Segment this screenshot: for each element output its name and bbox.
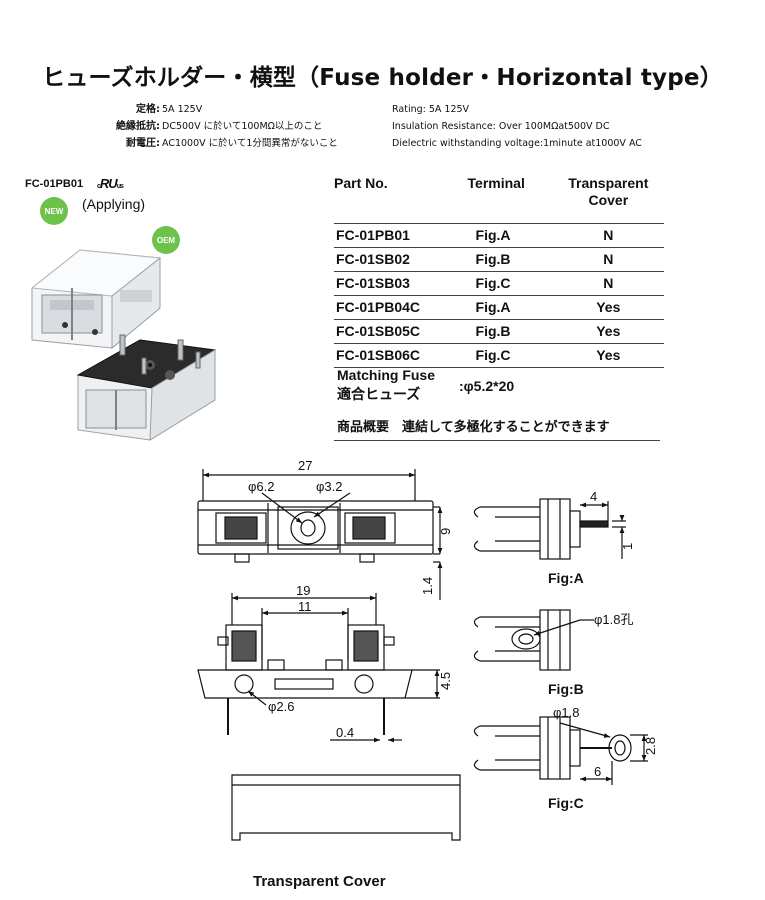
ul-certification-mark: cRUus — [97, 176, 124, 191]
table-row: FC-01SB02 Fig.B N — [334, 247, 664, 272]
header-transparent-cover: Transparent Cover — [553, 172, 664, 224]
dim-hole-small: φ3.2 — [316, 479, 343, 494]
cell-terminal: Fig.B — [453, 247, 553, 272]
spec-en-row: Dielectric withstanding voltage:1minute … — [392, 138, 642, 149]
new-badge: NEW — [40, 197, 68, 225]
parts-table: Part No. Terminal Transparent Cover FC-0… — [334, 172, 664, 368]
spec-jp-row: 定格: 5A 125V — [70, 101, 355, 118]
cell-terminal: Fig.C — [453, 343, 553, 368]
applying-label: (Applying) — [82, 196, 146, 212]
cell-terminal: Fig.A — [453, 223, 553, 248]
cell-terminal: Fig.B — [453, 319, 553, 344]
dim-fig-c-6: 6 — [594, 764, 601, 779]
dim-pin-0-4: 0.4 — [336, 725, 354, 740]
technical-drawing: 27 φ6.2 φ3.2 9 1.4 19 11 4.5 φ2.6 0.4 4 … — [197, 458, 658, 841]
dim-width-11: 11 — [298, 599, 312, 614]
dim-fig-b-hole: φ1.8孔 — [594, 612, 634, 627]
spec-jp-label: 定格: — [136, 104, 160, 115]
top-view — [197, 469, 443, 600]
header-part-no: Part No. — [334, 175, 388, 191]
page-title: ヒューズホルダー・横型（Fuse holder・Horizontal type） — [42, 65, 723, 91]
transparent-cover-label: Transparent Cover — [253, 873, 386, 890]
cell-cover: N — [552, 223, 664, 248]
spec-en-row: Insulation Resistance: Over 100MΩat500V … — [392, 121, 610, 132]
matching-fuse-label-en: Matching Fuse — [337, 367, 436, 383]
header-cover-line1: Transparent — [568, 175, 649, 191]
upper-holder-image — [30, 249, 162, 350]
spec-en-block: Rating: 5A 125V Insulation Resistance: O… — [392, 101, 752, 152]
product-overview: 商品概要 連結して多極化することができます — [337, 420, 610, 435]
table-row: FC-01SB05C Fig.B Yes — [334, 319, 664, 344]
cell-terminal: Fig.A — [453, 295, 553, 320]
cell-part: FC-01SB05C — [334, 319, 454, 344]
dim-hole-2-6: φ2.6 — [268, 699, 295, 714]
cell-part: FC-01PB04C — [334, 295, 454, 320]
header-cover-line2: Cover — [588, 192, 629, 208]
spec-jp-row: 耐電圧: AC1000V に於いて1分間異常がないこと — [70, 135, 355, 152]
dim-width-19: 19 — [296, 583, 310, 598]
cell-part: FC-01PB01 — [334, 223, 454, 248]
spec-jp-value: AC1000V に於いて1分間異常がないこと — [162, 138, 338, 149]
dim-fig-a-4: 4 — [590, 489, 597, 504]
matching-fuse-value: :φ5.2*20 — [459, 378, 515, 394]
oem-badge: OEM — [152, 226, 180, 254]
dimension-labels: 27 φ6.2 φ3.2 9 1.4 19 11 4.5 φ2.6 0.4 4 … — [248, 458, 658, 779]
fig-b-label: Fig:B — [548, 681, 584, 697]
dim-height-9: 9 — [438, 528, 453, 535]
ul-mark-prefix: c — [97, 183, 101, 190]
table-row: FC-01PB01 Fig.A N — [334, 223, 664, 248]
table-header-row: Part No. Terminal Transparent Cover — [334, 172, 664, 224]
ul-mark-main: RU — [99, 176, 118, 191]
table-row: FC-01PB04C Fig.A Yes — [334, 295, 664, 320]
dim-height-4-5: 4.5 — [438, 672, 453, 690]
dim-top-width: 27 — [298, 458, 312, 473]
spec-jp-row: 絶縁抵抗: DC500V に於いて100MΩ以上のこと — [70, 118, 355, 135]
fig-a-label: Fig:A — [548, 570, 584, 586]
fig-c-label: Fig:C — [548, 795, 584, 811]
cover-drawing — [231, 774, 461, 841]
dim-fig-c-hole: φ1.8 — [553, 705, 580, 720]
fig-b-drawing — [473, 609, 594, 671]
spec-en-row: Rating: 5A 125V — [392, 104, 470, 115]
cell-cover: Yes — [552, 343, 664, 368]
side-view — [197, 593, 440, 743]
cell-part: FC-01SB06C — [334, 343, 454, 368]
cell-cover: Yes — [552, 295, 664, 320]
cell-cover: Yes — [552, 319, 664, 344]
spec-jp-value: 5A 125V — [162, 104, 203, 115]
matching-fuse-label-jp: 適合ヒューズ — [337, 387, 421, 403]
cell-cover: N — [552, 247, 664, 272]
spec-jp-label: 絶縁抵抗: — [116, 121, 160, 132]
cell-cover: N — [552, 271, 664, 296]
dim-1-4: 1.4 — [420, 577, 435, 595]
product-photo — [30, 249, 217, 441]
model-label: FC-01PB01 — [25, 178, 84, 190]
cell-terminal: Fig.C — [453, 271, 553, 296]
table-row: FC-01SB06C Fig.C Yes — [334, 343, 664, 368]
header-terminal: Terminal — [467, 175, 525, 191]
dim-hole-big: φ6.2 — [248, 479, 275, 494]
table-row: FC-01SB03 Fig.C N — [334, 271, 664, 296]
ul-mark-suffix: us — [116, 183, 124, 190]
spec-jp-block: 定格: 5A 125V 絶縁抵抗: DC500V に於いて100MΩ以上のこと … — [70, 101, 355, 152]
fig-c-drawing — [473, 716, 648, 785]
overview-divider — [334, 440, 660, 441]
fig-a-drawing — [473, 498, 626, 560]
cell-part: FC-01SB02 — [334, 247, 454, 272]
dim-fig-c-2-8: 2.8 — [643, 737, 658, 755]
cell-part: FC-01SB03 — [334, 271, 454, 296]
lower-holder-image — [76, 334, 217, 441]
spec-jp-value: DC500V に於いて100MΩ以上のこと — [162, 121, 323, 132]
spec-jp-label: 耐電圧: — [126, 138, 160, 149]
dim-fig-a-1: 1 — [620, 543, 635, 550]
